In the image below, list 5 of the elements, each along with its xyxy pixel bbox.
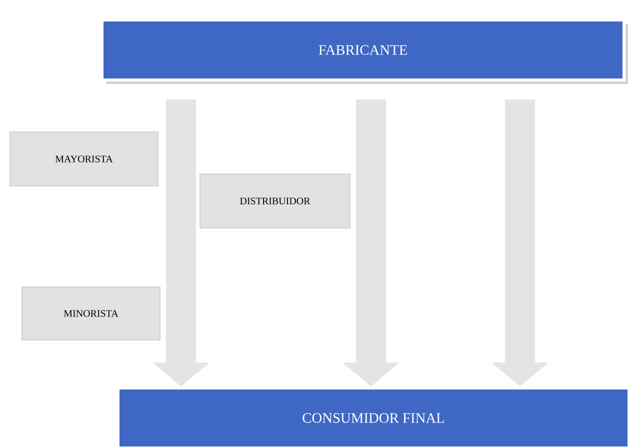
- bevel-box: DISTRIBUIDOR: [200, 174, 350, 228]
- banner-box: CONSUMIDOR FINAL: [116, 386, 629, 448]
- bevel-box: MAYORISTA: [10, 132, 158, 186]
- banner-box: FABRICANTE: [100, 18, 626, 82]
- bevel-box: MINORISTA: [22, 286, 160, 340]
